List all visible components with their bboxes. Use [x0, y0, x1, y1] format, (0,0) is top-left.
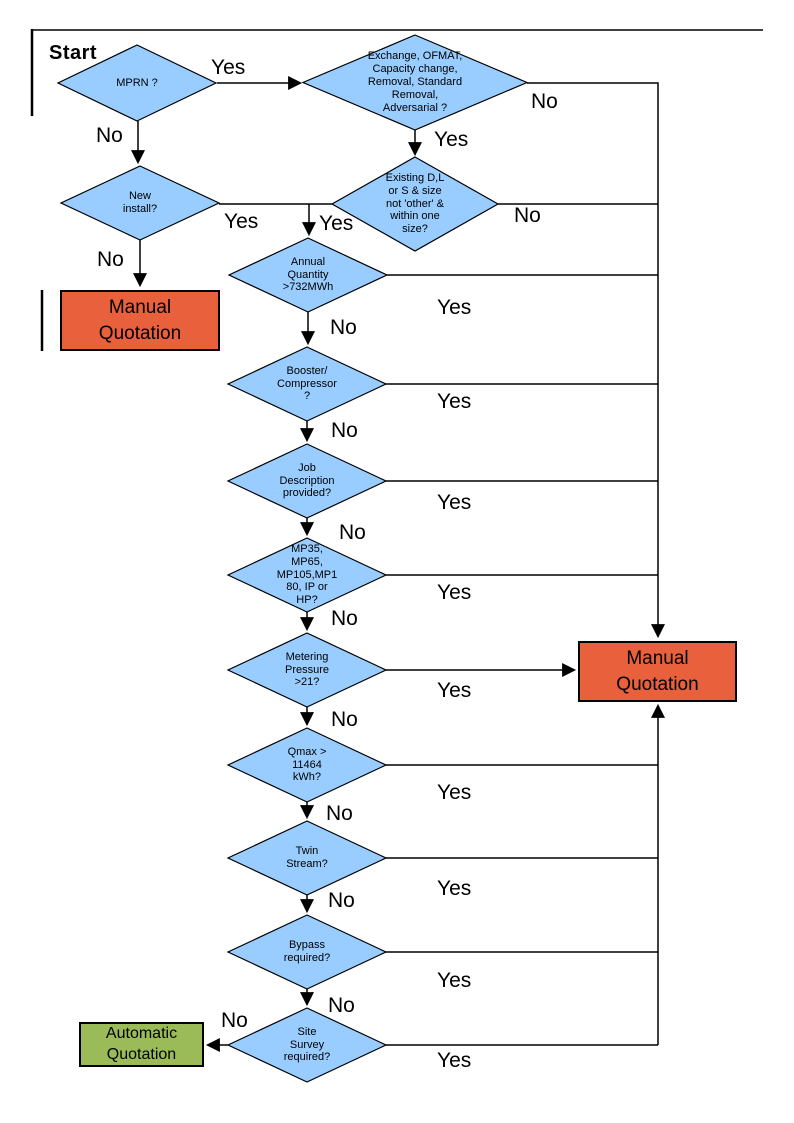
decision-mprn-label: MPRN ?	[116, 76, 158, 89]
decision-twin-stream: Twin Stream?	[228, 821, 386, 895]
edge-label-twin-stream-no: No	[328, 889, 355, 912]
edge-label-bypass-yes: Yes	[437, 969, 472, 992]
decision-new-install: New install?	[61, 166, 219, 240]
terminal-automatic-quotation-label: Automatic Quotation	[105, 1024, 178, 1063]
decision-booster: Booster/ Compressor ?	[228, 347, 386, 421]
edge-label-metering-pressure-no: No	[331, 708, 358, 731]
edge-label-exchange-no: No	[531, 90, 558, 113]
decision-existing-label: Existing D,L or S & size not 'other' & w…	[385, 171, 445, 236]
diamond-shape	[303, 35, 527, 130]
diamond-shape	[228, 821, 386, 895]
decision-metering-pressure-label: Metering Pressure >21?	[284, 650, 330, 689]
decision-job-description: Job Description provided?	[228, 444, 386, 518]
edge-label-new-install-no: No	[97, 248, 124, 271]
edge-label-existing-yes: Yes	[319, 212, 354, 235]
decision-qmax: Qmax > 11464 kWh?	[228, 728, 386, 802]
decision-metering-pressure: Metering Pressure >21?	[228, 633, 386, 707]
diamond-shape	[229, 238, 387, 312]
decision-existing: Existing D,L or S & size not 'other' & w…	[332, 157, 498, 251]
decision-bypass-label: Bypass required?	[283, 939, 331, 964]
edge-label-bypass-no: No	[328, 994, 355, 1017]
terminal-manual-quotation-left: Manual Quotation	[60, 290, 220, 351]
decision-qmax-label: Qmax > 11464 kWh?	[287, 745, 327, 784]
edge-label-exchange-yes: Yes	[434, 128, 469, 151]
edge-label-site-survey-yes: Yes	[437, 1049, 472, 1072]
edge-label-annual-quantity-yes: Yes	[437, 296, 472, 319]
diamond-shape	[228, 633, 386, 707]
edge-label-meter-pressure-tier-no: No	[331, 607, 358, 630]
diamond-shape	[228, 728, 386, 802]
decision-booster-label: Booster/ Compressor ?	[277, 364, 337, 403]
edge-label-qmax-yes: Yes	[437, 781, 472, 804]
decision-site-survey-label: Site Survey required?	[283, 1025, 331, 1064]
diamond-shape	[58, 45, 216, 121]
edge-rail-top	[527, 82, 665, 639]
edge-label-new-install-yes: Yes	[224, 210, 259, 233]
decision-exchange-label: Exchange, OFMAT, Capacity change, Remova…	[367, 50, 463, 114]
terminal-automatic-quotation: Automatic Quotation	[79, 1022, 204, 1067]
edge-label-job-description-no: No	[339, 521, 366, 544]
edge-label-qmax-no: No	[326, 802, 353, 825]
decision-site-survey: Site Survey required?	[228, 1008, 386, 1082]
edge-label-mprn-no: No	[96, 124, 123, 147]
decision-annual-quantity: Annual Quantity >732MWh	[229, 238, 387, 312]
diamond-shape	[228, 347, 386, 421]
edge-label-twin-stream-yes: Yes	[437, 877, 472, 900]
edge-label-meter-pressure-tier-yes: Yes	[437, 581, 472, 604]
decision-mprn: MPRN ?	[58, 45, 216, 121]
edge-label-booster-yes: Yes	[437, 390, 472, 413]
page-border-fragment	[30, 29, 763, 351]
decision-twin-stream-label: Twin Stream?	[286, 845, 328, 870]
edge-label-annual-quantity-no: No	[330, 316, 357, 339]
decision-meter-pressure-tier: MP35, MP65, MP105,MP1 80, IP or HP?	[228, 538, 386, 612]
terminal-manual-quotation-right-label: Manual Quotation	[616, 648, 699, 695]
diamond-shape	[228, 1008, 386, 1082]
diamond-shape	[228, 538, 386, 612]
edge-label-job-description-yes: Yes	[437, 491, 472, 514]
decision-bypass: Bypass required?	[228, 915, 386, 989]
terminal-manual-quotation-right: Manual Quotation	[578, 641, 737, 702]
flow-edges	[131, 76, 665, 1052]
decision-new-install-label: New install?	[122, 190, 158, 215]
diamond-shape	[332, 157, 498, 251]
decision-meter-pressure-tier-label: MP35, MP65, MP105,MP1 80, IP or HP?	[276, 542, 338, 607]
diamond-shape	[228, 915, 386, 989]
terminal-manual-quotation-left-label: Manual Quotation	[98, 297, 182, 344]
decision-job-description-label: Job Description provided?	[279, 461, 335, 500]
edge-label-metering-pressure-yes: Yes	[437, 679, 472, 702]
diamond-shape	[61, 166, 219, 240]
diamond-shape	[228, 444, 386, 518]
edge-label-mprn-yes: Yes	[211, 56, 246, 79]
edge-label-booster-no: No	[331, 419, 358, 442]
decision-annual-quantity-label: Annual Quantity >732MWh	[282, 255, 334, 294]
edge-label-existing-no: No	[514, 204, 541, 227]
decision-exchange: Exchange, OFMAT, Capacity change, Remova…	[303, 35, 527, 130]
start-label: Start	[49, 42, 98, 64]
edge-label-site-survey-no: No	[221, 1009, 248, 1032]
